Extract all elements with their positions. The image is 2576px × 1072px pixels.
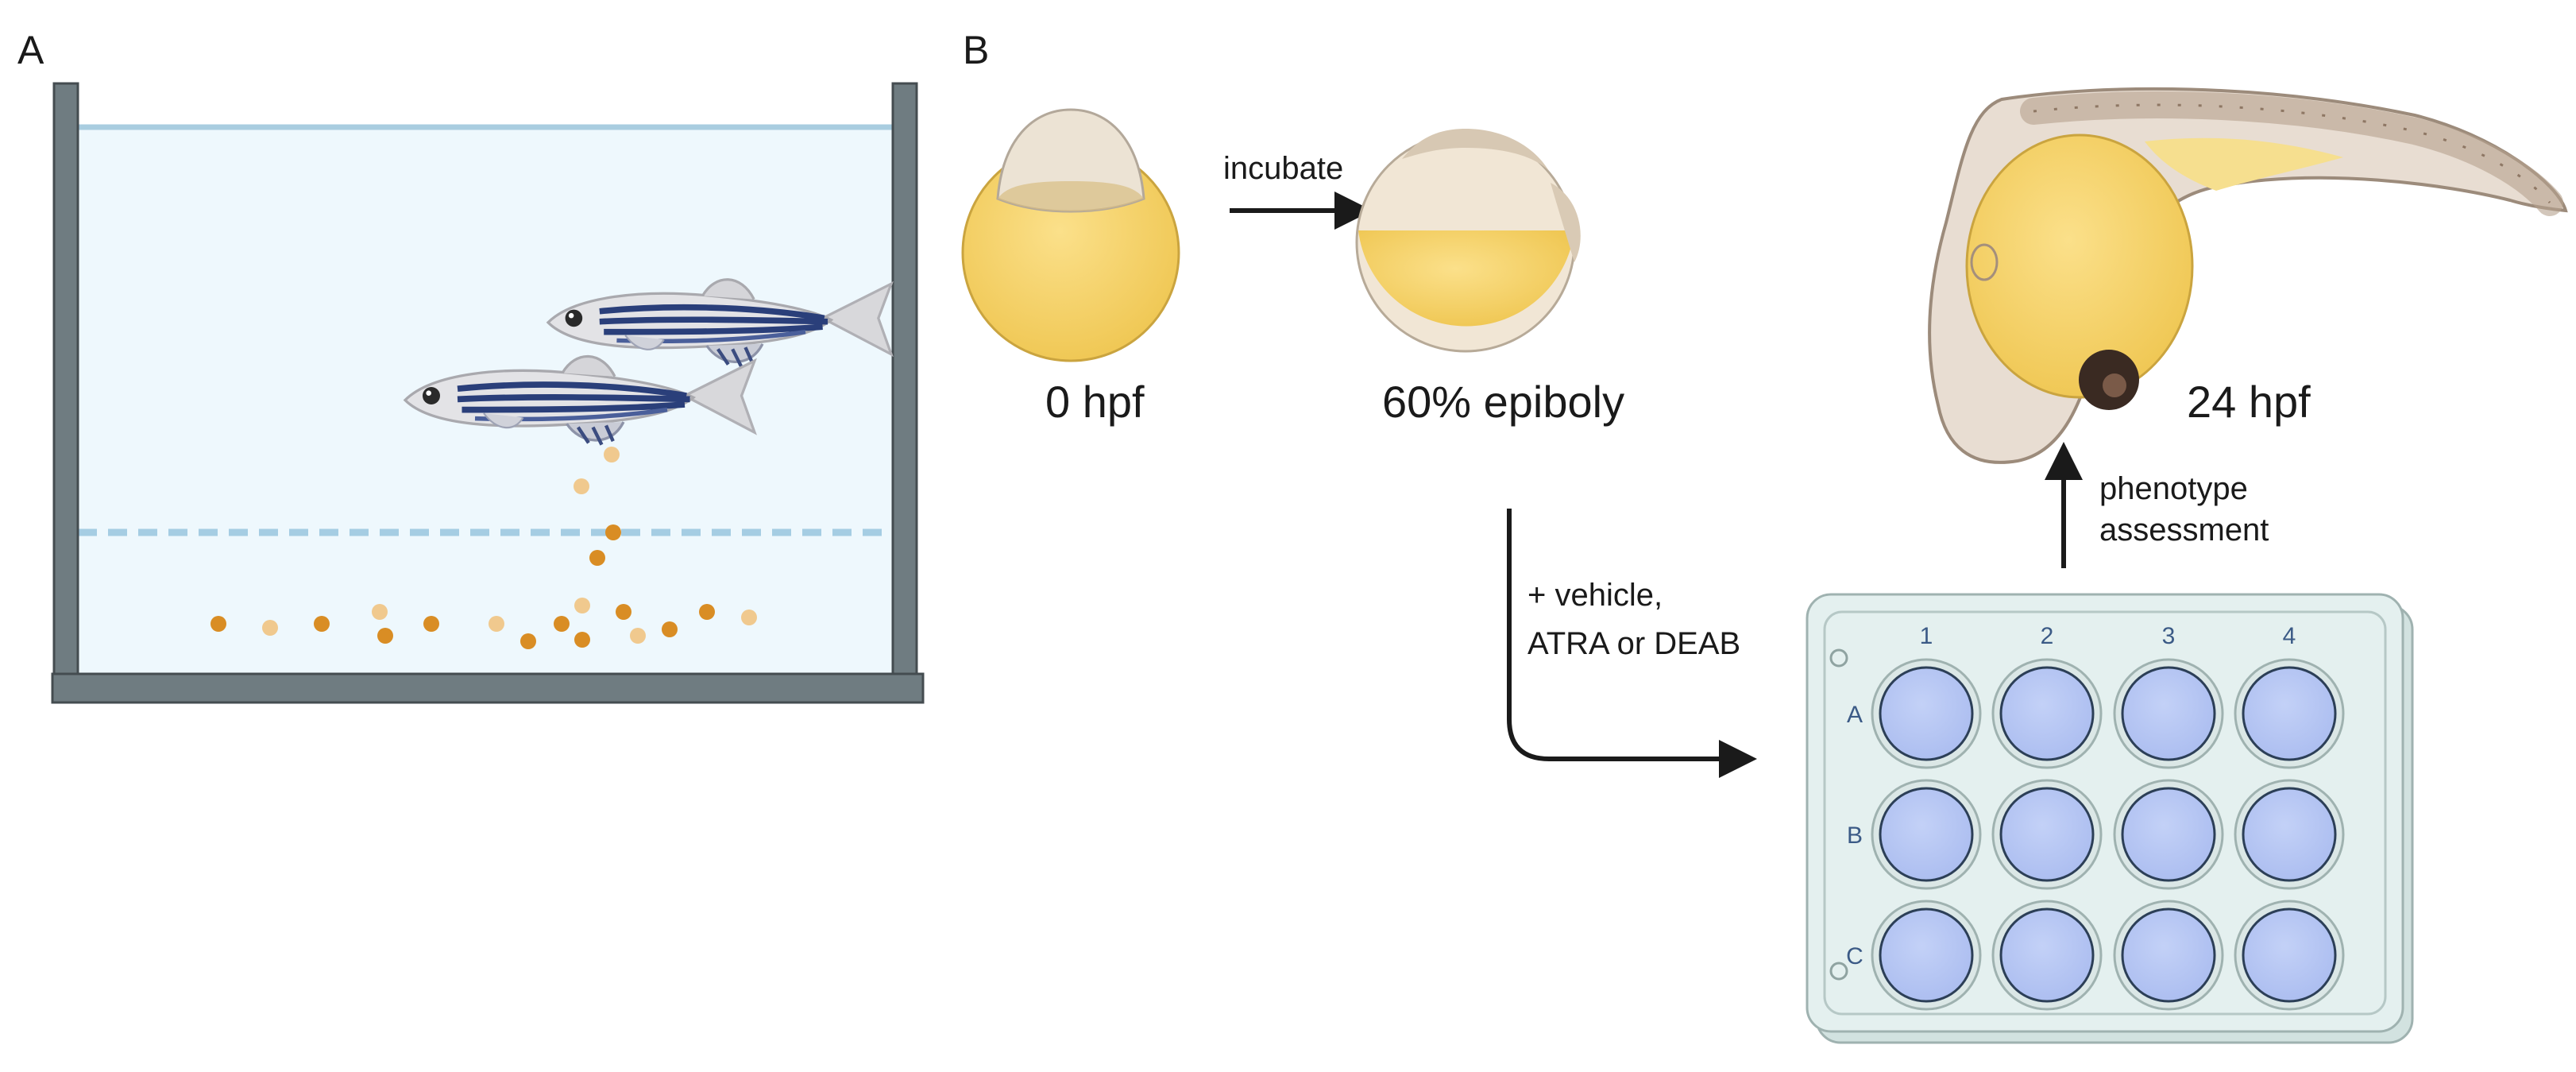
embryo-24hpf [1928,87,2568,464]
plate-well [1999,908,2095,1003]
panel-b-label: B [963,28,989,72]
embryo-0hpf [961,108,1180,362]
plate-well [2242,908,2337,1003]
tank-left-wall [52,82,79,685]
tank-right-wall [891,82,918,685]
plate-well [2242,666,2337,761]
plate-column-label: 1 [1920,623,1933,649]
plate-column-label: 4 [2283,623,2296,649]
plate-well [1879,666,1974,761]
embryo-yolk [1965,134,2194,399]
plate-row-label: B [1847,822,1863,849]
plate-well [1879,908,1974,1003]
stage-label-60-epiboly: 60% epiboly [1382,377,1624,427]
panel-a-label: A [17,28,44,72]
plate-column-label: 2 [2041,623,2054,649]
plate-well [2242,787,2337,882]
fish-tank [51,82,925,704]
plate-row-label: A [1847,702,1863,728]
plate-well [2121,787,2216,882]
assessment-label-line1: phenotype [2099,471,2248,506]
plate-column-label: 3 [2162,623,2176,649]
incubate-label: incubate [1223,151,1343,186]
treatment-arrow [1507,509,1757,778]
treatment-label-line1: + vehicle, [1527,578,1663,613]
stage-label-24hpf: 24 hpf [2187,377,2311,427]
plate-well [1879,787,1974,882]
treatment-label-line2: ATRA or DEAB [1527,626,1740,661]
plate-well [2121,908,2216,1003]
plate-well [1999,787,2095,882]
tank-base [51,672,925,704]
embryo-60-epiboly [1355,129,1581,353]
assessment-label-line2: assessment [2099,513,2269,548]
stage-label-0hpf: 0 hpf [1045,377,1145,427]
plate-well [1999,666,2095,761]
plate-row-label: C [1846,943,1863,969]
plate-well [2121,666,2216,761]
zebrafish-eggs [210,447,757,649]
